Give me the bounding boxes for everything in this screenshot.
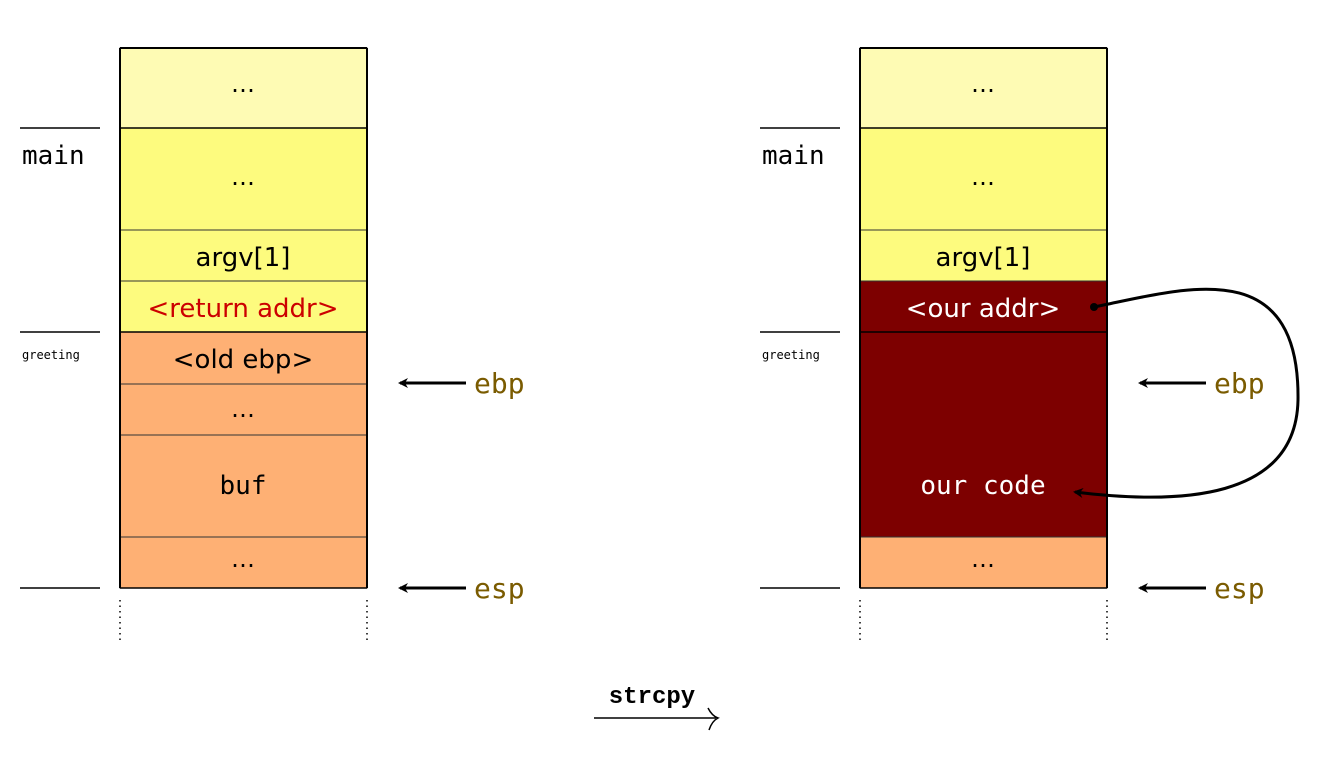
- right-our-code-label: our code: [920, 471, 1045, 501]
- jump-arrow: [1073, 287, 1300, 499]
- strcpy-label: strcpy: [609, 684, 695, 711]
- right-main-label: main: [762, 141, 825, 171]
- right-main-dots: …: [971, 163, 995, 191]
- left-cell-top: [119, 47, 368, 129]
- right-cell-bottom-dots: [859, 536, 1108, 589]
- left-esp-label: esp: [474, 572, 525, 605]
- left-cell-old-ebp: [119, 331, 368, 385]
- right-ebp-label: ebp: [1214, 367, 1265, 400]
- right-stack: main greeting … … argv[1] <our addr> our…: [760, 47, 1300, 640]
- left-cell-argv: [119, 229, 368, 282]
- right-top-dots: …: [971, 70, 995, 98]
- strcpy-arrow-head: [707, 707, 720, 731]
- right-cell-argv: [859, 229, 1108, 282]
- left-old-ebp-label: <old ebp>: [173, 345, 313, 375]
- left-main-label: main: [22, 141, 85, 171]
- right-greeting-label: greeting: [762, 348, 820, 362]
- left-return-addr-label: <return addr>: [148, 294, 339, 324]
- left-argv-label: argv[1]: [196, 243, 291, 273]
- left-cell-greeting-dots: [119, 383, 368, 436]
- left-bottom-dots: …: [231, 545, 255, 573]
- left-cell-main-dots: [119, 127, 368, 231]
- left-stack: main greeting … … argv[1] <return addr> …: [20, 47, 525, 640]
- left-ebp-label: ebp: [474, 367, 525, 400]
- left-cell-buf: [119, 434, 368, 538]
- right-argv-label: argv[1]: [936, 243, 1031, 273]
- strcpy-transition: strcpy: [594, 684, 720, 731]
- left-main-dots: …: [231, 163, 255, 191]
- left-greeting-label: greeting: [22, 348, 80, 362]
- right-cell-our-code: [860, 332, 1107, 537]
- left-top-dots: …: [231, 70, 255, 98]
- right-bottom-dots: …: [971, 545, 995, 573]
- right-esp-label: esp: [1214, 572, 1265, 605]
- left-buf-label: buf: [220, 471, 267, 501]
- left-cell-return-addr: [119, 280, 368, 333]
- left-greeting-dots: …: [231, 395, 255, 423]
- right-our-addr-label: <our addr>: [906, 294, 1061, 324]
- right-cell-main-dots: [859, 127, 1108, 231]
